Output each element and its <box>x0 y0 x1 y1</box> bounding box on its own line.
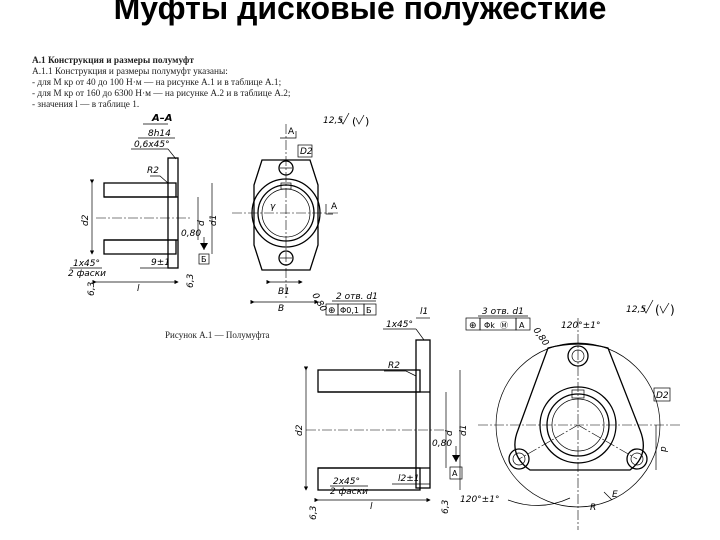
svg-text:(: ( <box>655 303 660 317</box>
doc-line-1: А.1.1 Конструкция и размеры полумуфт ука… <box>32 67 228 77</box>
rough-080-f1: 0,80 <box>309 292 328 315</box>
figure1-section: А–А 8h14 0,6х45° R2 d2 d d1 0,80 Б 1х45° <box>68 113 219 296</box>
section-heading: А.1 Конструкция и размеры полумуфт <box>32 56 194 66</box>
dim-l1: l1 <box>420 307 428 317</box>
dim-l: l <box>137 284 140 294</box>
rough-080-view-f2: 0,80 <box>531 326 551 348</box>
general-rough-f1: 12,5 <box>323 116 343 126</box>
dim-p: p <box>659 446 669 453</box>
dim-radius: R2 <box>147 166 159 176</box>
dim-chamfer-bottom: 1х45° <box>73 259 100 269</box>
r63-a: 6,3 <box>87 281 97 296</box>
dim-b1: B1 <box>278 287 290 297</box>
angle-top: 120°±1° <box>561 321 600 331</box>
angle-bottom: 120°±1° <box>460 495 499 505</box>
dim-d-f2: d <box>445 430 455 436</box>
tol-pos-f1: ⊕ <box>328 306 336 316</box>
tol-d2-f2: D2 <box>656 391 669 401</box>
r63-b: 6,3 <box>186 273 196 288</box>
svg-text:(: ( <box>352 115 356 128</box>
r63-a-f2: 6,3 <box>309 505 319 520</box>
dim-radius-f2: R2 <box>388 361 400 371</box>
section-mark-right: А <box>331 202 338 212</box>
section-label: А–А <box>151 113 172 124</box>
svg-text:): ) <box>365 115 369 128</box>
datum-a-f2: А <box>452 469 458 478</box>
section-mark-top: А <box>288 127 295 137</box>
dim-groove: 9±1 <box>151 258 170 268</box>
gamma: γ <box>270 202 276 212</box>
tol-datum-f2: А <box>519 321 525 330</box>
dim-chamfer-top-f2: 1х45° <box>386 320 413 330</box>
dim-d2-f2: d2 <box>295 424 305 436</box>
tol-circle-f2: Ⓜ <box>500 321 508 330</box>
label-r: R <box>590 503 596 513</box>
dim-l-f2: l <box>370 502 373 512</box>
dim-chamfer-bottom-f2: 2х45° <box>333 477 360 487</box>
figure2-view: 3 отв. d1 ⊕ Φk Ⓜ А 0,80 120°±1° 120°±1° … <box>460 299 680 530</box>
holes-f2: 3 отв. d1 <box>482 307 524 317</box>
holes-f1: 2 отв. d1 <box>336 292 378 302</box>
dim-d1: d1 <box>209 215 219 226</box>
dim-chamfer-top: 0,6х45° <box>134 140 170 150</box>
r63-b-f2: 6,3 <box>441 499 451 514</box>
tol-val-f2: Φk <box>484 321 495 330</box>
figure2-section: 1х45° l1 R2 d2 d d1 0,80 А 2х45° 2 фаски… <box>295 307 469 520</box>
dim-d: d <box>197 220 207 226</box>
chamfers-note-f2: 2 фаски <box>330 487 368 497</box>
rough-080-f2: 0,80 <box>432 439 452 449</box>
dim-d1-f2: d1 <box>459 425 469 436</box>
label-e: E <box>612 490 618 500</box>
dim-b: 8h14 <box>148 129 171 139</box>
svg-text:): ) <box>670 303 675 317</box>
tol-pos-f2: ⊕ <box>469 321 477 331</box>
doc-line-3: - для M кр от 160 до 6300 Н·м — на рисун… <box>32 89 291 99</box>
figure-caption: Рисунок А.1 — Полумуфта <box>165 330 270 340</box>
rough-080: 0,80 <box>181 229 201 239</box>
tol-d2-f1: D2 <box>300 147 313 157</box>
slide-title: Муфты дисковые полужесткие <box>113 0 607 26</box>
general-rough-f2: 12,5 <box>626 305 646 315</box>
tol-datum-f1: Б <box>366 306 372 315</box>
doc-line-2: - для M кр от 40 до 100 Н·м — на рисунке… <box>32 78 282 88</box>
datum-b: Б <box>201 255 207 264</box>
tol-val-f1: Φ0,1 <box>340 306 359 315</box>
document-text: А.1 Конструкция и размеры полумуфт А.1.1… <box>32 56 332 111</box>
figure1-view: γ А А D2 B1 B 0,80 2 отв. d1 ⊕ Φ0,1 Б 12… <box>232 112 378 316</box>
chamfers-note: 2 фаски <box>68 269 106 279</box>
dim-d2: d2 <box>81 214 91 226</box>
doc-line-4: - значения l — в таблице 1. <box>32 100 140 110</box>
dim-l2: l2±1 <box>398 474 420 484</box>
dim-B: B <box>278 304 284 314</box>
